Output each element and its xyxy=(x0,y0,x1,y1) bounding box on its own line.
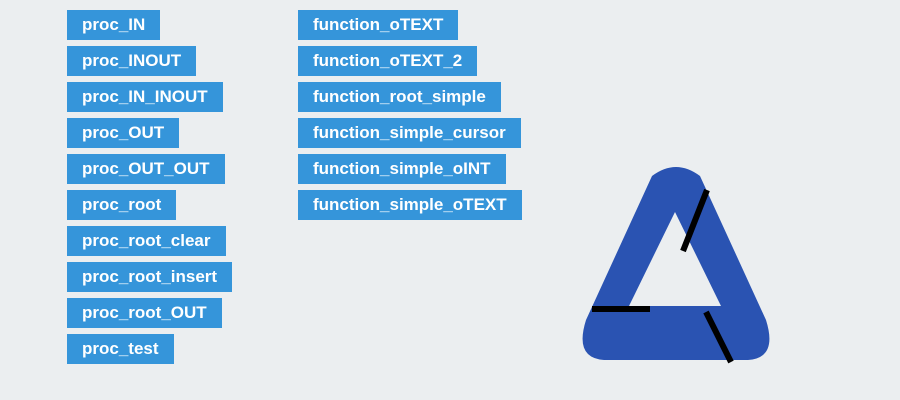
procedure-link-proc-inout[interactable]: proc_INOUT xyxy=(67,46,197,76)
procedure-link-proc-in[interactable]: proc_IN xyxy=(67,10,161,40)
procedure-link-proc-out-out[interactable]: proc_OUT_OUT xyxy=(67,154,225,184)
triangle-logo-icon xyxy=(582,167,770,364)
function-link-otext-2[interactable]: function_oTEXT_2 xyxy=(298,46,478,76)
function-link-simple-cursor[interactable]: function_simple_cursor xyxy=(298,118,521,148)
logo-cut-top xyxy=(680,188,710,253)
procedure-link-proc-out[interactable]: proc_OUT xyxy=(67,118,180,148)
procedure-link-proc-root-insert[interactable]: proc_root_insert xyxy=(67,262,233,292)
function-link-simple-otext[interactable]: function_simple_oTEXT xyxy=(298,190,522,220)
procedure-link-proc-root-clear[interactable]: proc_root_clear xyxy=(67,226,226,256)
function-list: function_oTEXT function_oTEXT_2 function… xyxy=(298,10,522,220)
procedure-link-proc-root-out[interactable]: proc_root_OUT xyxy=(67,298,222,328)
function-link-otext[interactable]: function_oTEXT xyxy=(298,10,459,40)
procedure-list: proc_IN proc_INOUT proc_IN_INOUT proc_OU… xyxy=(67,10,233,364)
logo-cut-bottom xyxy=(703,310,734,364)
logo-triangle-shape xyxy=(582,167,770,360)
procedure-link-proc-root[interactable]: proc_root xyxy=(67,190,177,220)
procedure-link-proc-in-inout[interactable]: proc_IN_INOUT xyxy=(67,82,223,112)
procedure-link-proc-test[interactable]: proc_test xyxy=(67,334,174,364)
function-link-root-simple[interactable]: function_root_simple xyxy=(298,82,501,112)
function-link-simple-oint[interactable]: function_simple_oINT xyxy=(298,154,506,184)
